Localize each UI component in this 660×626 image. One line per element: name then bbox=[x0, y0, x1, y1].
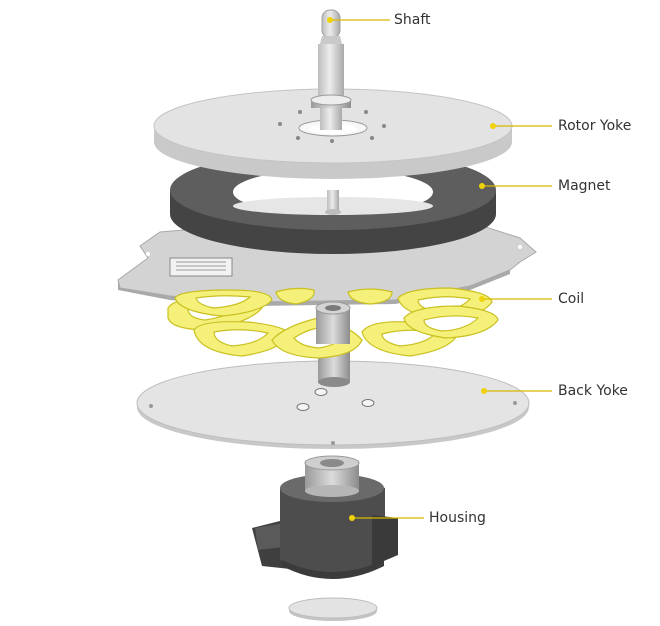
magnet-dot bbox=[479, 183, 485, 189]
housing-label: Housing bbox=[429, 510, 486, 526]
callout-leaders bbox=[330, 19, 552, 519]
housing-part bbox=[252, 455, 398, 579]
coil-7 bbox=[403, 305, 499, 339]
back-yoke-label: Back Yoke bbox=[558, 383, 628, 399]
connector-block bbox=[169, 257, 233, 277]
coil-label: Coil bbox=[558, 291, 585, 307]
magnet-label: Magnet bbox=[558, 178, 611, 194]
back-yoke-plate bbox=[136, 360, 530, 449]
bearing-post-top bbox=[315, 301, 351, 344]
coil-dot bbox=[479, 296, 485, 302]
rotor-yoke-dot bbox=[490, 123, 496, 129]
shaft-label: Shaft bbox=[394, 12, 431, 28]
shaft-part bbox=[310, 9, 352, 130]
bottom-cap-disc bbox=[288, 597, 378, 621]
coil-8 bbox=[275, 287, 393, 305]
coil-2 bbox=[174, 289, 273, 317]
rotor-yoke-label: Rotor Yoke bbox=[558, 118, 632, 134]
back-yoke-dot bbox=[481, 388, 487, 394]
coil-3 bbox=[193, 321, 291, 357]
housing-dot bbox=[349, 515, 355, 521]
shaft-dot bbox=[327, 17, 333, 23]
callout-dots bbox=[327, 17, 496, 521]
